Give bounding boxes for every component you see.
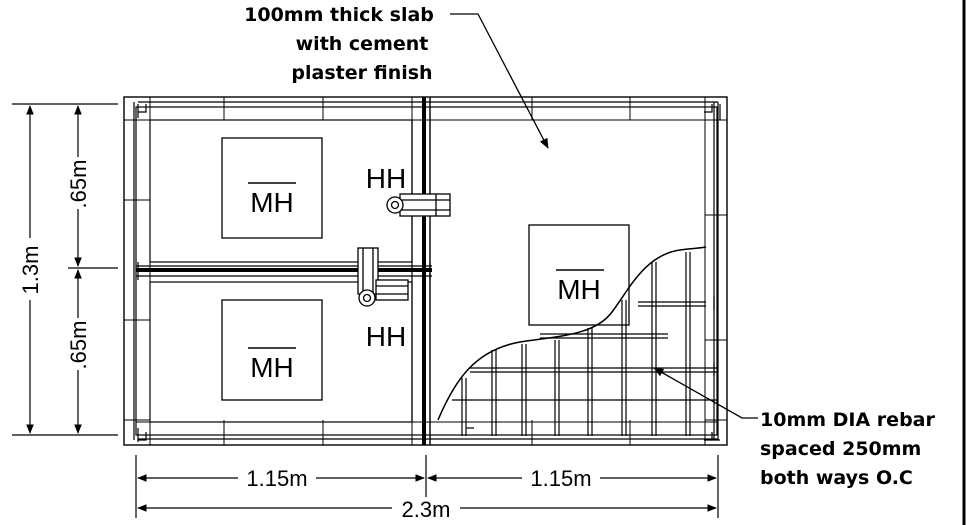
cutaway-curve [437,246,707,421]
dim-half-width-right: 1.15m [530,466,591,491]
svg-text:10mm DIA rebar: 10mm DIA rebar [760,409,935,431]
svg-text:with cement: with cement [296,33,429,55]
svg-text:plaster finish: plaster finish [291,62,432,84]
slab-note-leader [450,13,549,149]
manhole-1: MH [221,137,323,239]
manhole-label: MH [557,274,601,305]
slab-note: 100mm thick slab with cement plaster fin… [244,4,434,84]
rebar-note-leader [653,367,758,419]
manhole-2: MH [221,299,323,401]
handhole-fitting-lower [357,247,409,307]
dim-total-height: 1.3m [18,246,43,295]
rebar-note: 10mm DIA rebar spaced 250mm both ways O.… [760,409,935,489]
handhole-fitting-upper [386,193,451,217]
dim-half-height-top: .65m [66,160,91,209]
svg-text:both ways O.C: both ways O.C [760,467,913,489]
dim-half-width-left: 1.15m [246,466,307,491]
corner-hooks [133,101,721,442]
dim-total-width: 2.3m [402,497,451,522]
handhole-label-lower: HH [366,321,406,352]
rebar-grid [452,252,718,436]
handhole-label-upper: HH [366,163,406,194]
dim-half-height-bottom: .65m [66,321,91,370]
manhole-3: MH [528,224,630,326]
left-beam [136,262,432,280]
svg-text:100mm thick slab: 100mm thick slab [244,4,434,26]
manhole-label: MH [250,187,294,218]
manhole-label: MH [250,352,294,383]
svg-text:spaced 250mm: spaced 250mm [760,438,921,460]
